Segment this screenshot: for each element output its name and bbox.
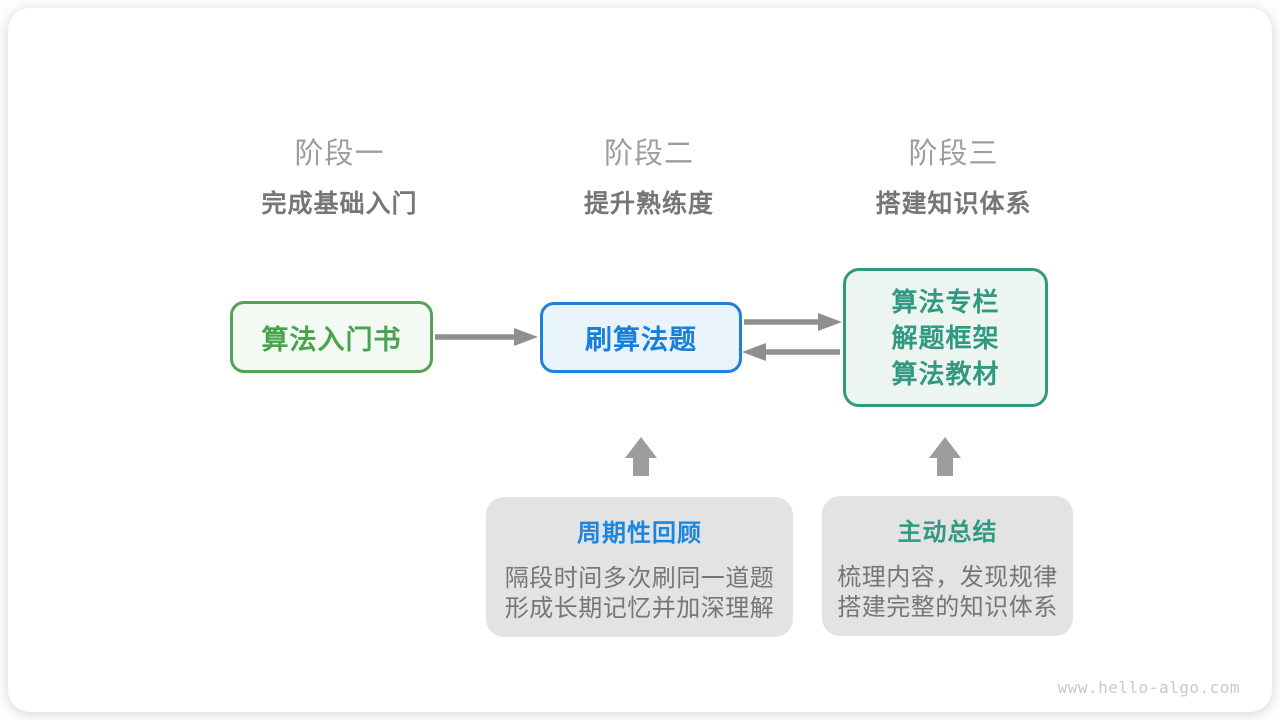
stage-3-subtitle: 搭建知识体系 xyxy=(875,190,1032,218)
note-periodic-review-line-1: 隔段时间多次刷同一道题 xyxy=(504,565,775,592)
node-advanced-line-1: 算法专栏 xyxy=(891,286,1000,317)
stage-1-label: 阶段一 xyxy=(294,138,385,170)
arrow-practice-to-advanced-icon xyxy=(744,313,842,331)
note-periodic-review-body: 隔段时间多次刷同一道题 形成长期记忆并加深理解 xyxy=(486,564,793,624)
note-active-summary-line-1: 梳理内容，发现规律 xyxy=(837,564,1058,591)
note-active-summary: 主动总结 梳理内容，发现规律 搭建完整的知识体系 xyxy=(822,496,1073,636)
diagram-card: 阶段一 完成基础入门 阶段二 提升熟练度 阶段三 搭建知识体系 算法入门书 刷算… xyxy=(8,8,1272,712)
node-advanced-line-3: 算法教材 xyxy=(891,358,1000,389)
node-advanced-resources: 算法专栏 解题框架 算法教材 xyxy=(843,268,1048,407)
stage-3-label: 阶段三 xyxy=(908,138,999,170)
stage-2-subtitle: 提升熟练度 xyxy=(583,190,714,218)
note-active-summary-line-2: 搭建完整的知识体系 xyxy=(837,594,1058,621)
note-periodic-review: 周期性回顾 隔段时间多次刷同一道题 形成长期记忆并加深理解 xyxy=(486,497,793,637)
node-practice-label: 刷算法题 xyxy=(585,325,697,355)
note-periodic-review-title: 周期性回顾 xyxy=(577,520,702,547)
stage-2-label: 阶段二 xyxy=(603,138,694,170)
note-active-summary-title: 主动总结 xyxy=(897,519,998,546)
node-practice: 刷算法题 xyxy=(540,302,742,373)
node-advanced-line-2: 解题框架 xyxy=(891,322,1000,353)
up-arrow-review-icon xyxy=(625,437,657,476)
arrow-intro-to-practice-icon xyxy=(435,328,538,346)
up-arrow-summary-icon xyxy=(929,437,961,476)
arrow-advanced-to-practice-icon xyxy=(742,343,840,361)
watermark: www.hello-algo.com xyxy=(1057,678,1240,697)
node-intro-book: 算法入门书 xyxy=(230,301,433,373)
stage-1-subtitle: 完成基础入门 xyxy=(261,190,418,218)
note-active-summary-body: 梳理内容，发现规律 搭建完整的知识体系 xyxy=(822,563,1073,623)
note-periodic-review-line-2: 形成长期记忆并加深理解 xyxy=(504,595,775,622)
node-intro-book-label: 算法入门书 xyxy=(261,324,402,355)
